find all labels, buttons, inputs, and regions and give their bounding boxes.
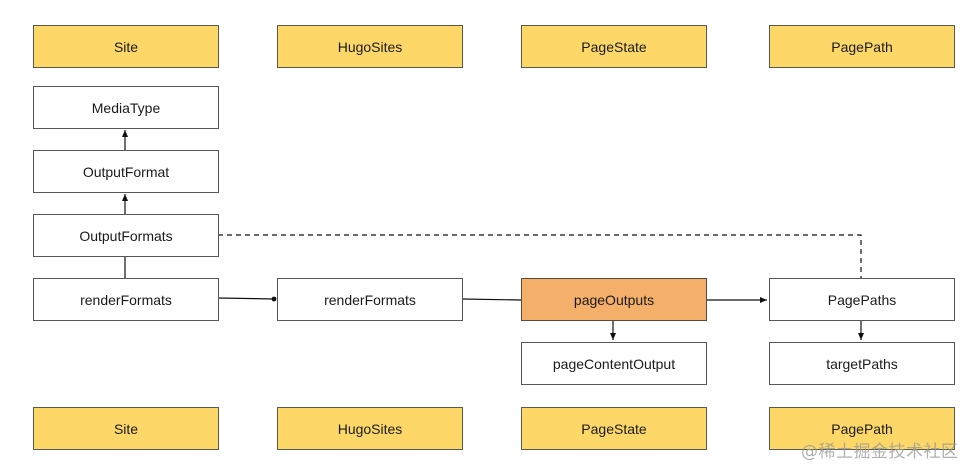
node-renderformats-hugosites: renderFormats [277,278,463,321]
node-renderformats-site: renderFormats [33,278,219,321]
label: MediaType [91,99,161,116]
node-outputformats: OutputFormats [33,214,219,257]
edge-renderformats-pageoutputs [461,298,522,301]
label: PageState [581,38,647,55]
node-pagepaths: PagePaths [769,278,955,321]
pagepath-header-top: PagePath [769,25,955,68]
hugosites-header-top: HugoSites [277,25,463,68]
label: PagePath [831,420,893,437]
node-targetpaths: targetPaths [769,342,955,385]
label: HugoSites [337,38,403,55]
site-header-bottom: Site [33,407,219,450]
node-pagecontentoutput: pageContentOutput [521,342,707,385]
label: PagePath [831,38,893,55]
label: OutputFormats [79,227,173,244]
site-header-top: Site [33,25,219,68]
watermark: @稀土掘金技术社区 [801,442,959,462]
hugosites-header-bottom: HugoSites [277,407,463,450]
label: renderFormats [80,291,172,308]
pagestate-header-top: PageState [521,25,707,68]
label: pageContentOutput [552,355,676,372]
label: HugoSites [337,420,403,437]
label: pageOutputs [573,291,655,308]
node-outputformat: OutputFormat [33,150,219,193]
edge-outputformats-pagepaths-dashed [218,234,862,278]
edge-renderformats-renderformats [217,297,275,300]
pagepath-header-bottom: PagePath [769,407,955,450]
label: Site [113,420,139,437]
label: targetPaths [826,355,898,372]
node-pageoutputs: pageOutputs [521,278,707,321]
label: Site [113,38,139,55]
pagestate-header-bottom: PageState [521,407,707,450]
node-mediatype: MediaType [33,86,219,129]
label: renderFormats [324,291,416,308]
label: PagePaths [827,291,897,308]
label: PageState [581,420,647,437]
label: OutputFormat [82,163,170,180]
